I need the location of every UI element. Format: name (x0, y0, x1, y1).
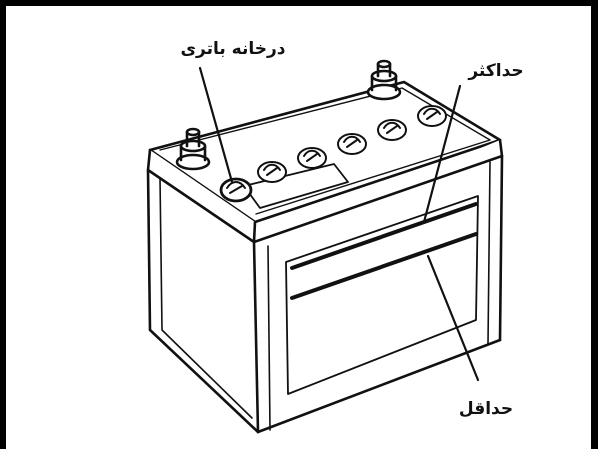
min-leader-line (428, 256, 478, 380)
max-label: حداکثر (467, 61, 523, 81)
battery-front-case (254, 242, 258, 432)
cap-label: درخانه باتری (180, 39, 285, 59)
min-level-line (292, 234, 476, 298)
terminal-negative (368, 61, 400, 99)
min-label: حداقل (459, 399, 513, 419)
max-level-line (292, 204, 476, 268)
level-window (286, 196, 478, 394)
